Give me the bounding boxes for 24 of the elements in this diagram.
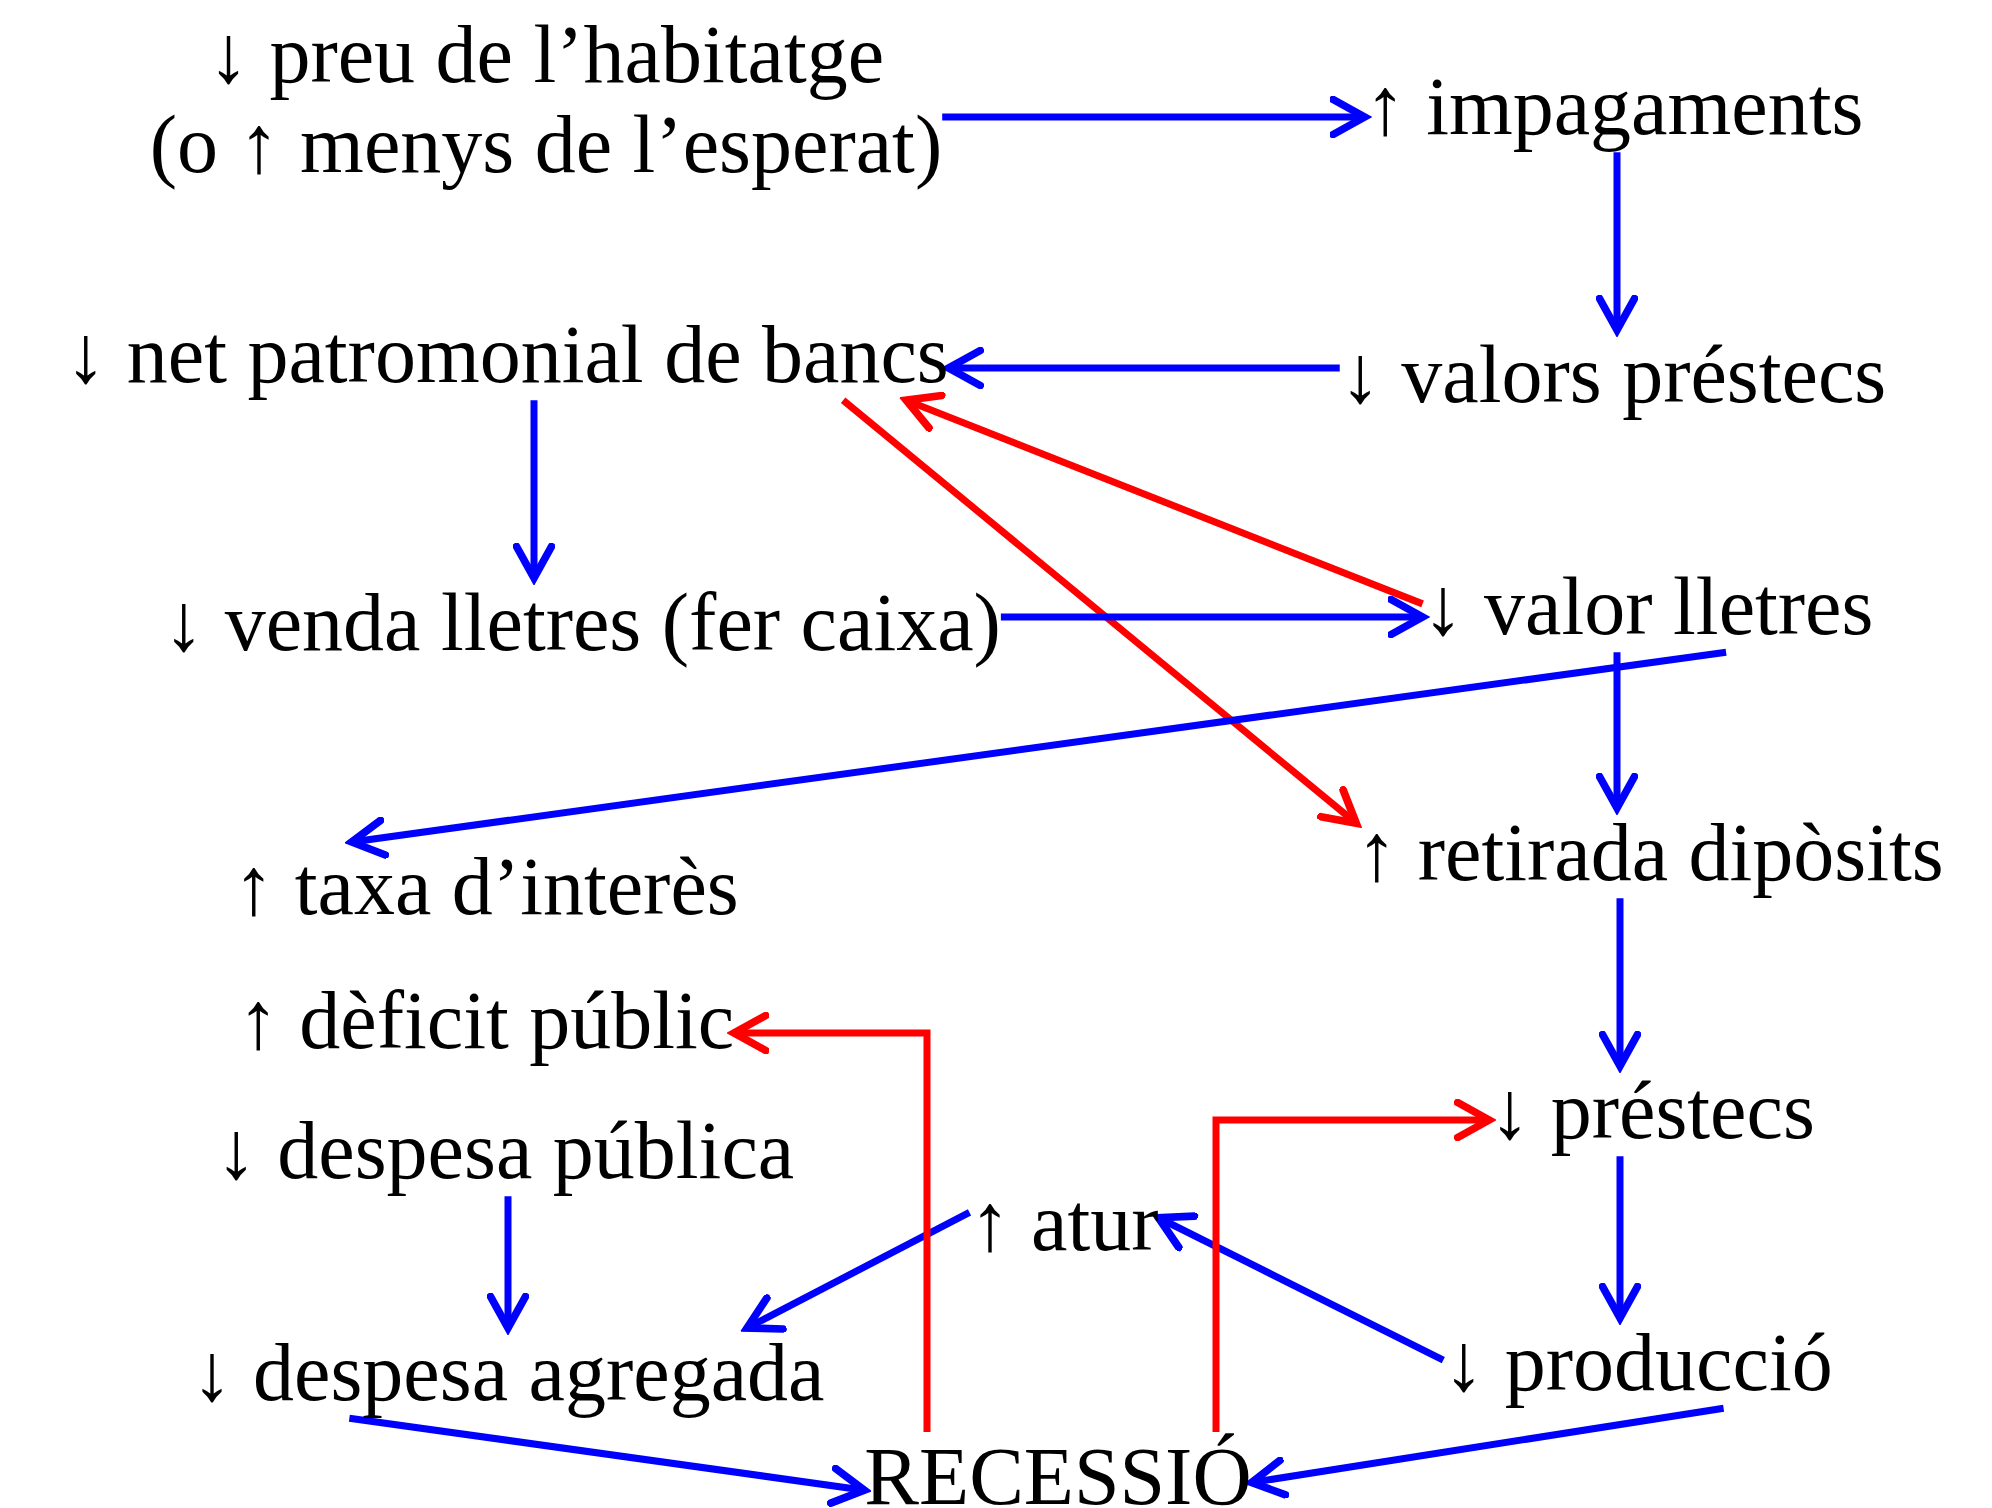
node-label: ↓ preu de l’habitatge: [207, 10, 885, 101]
arrow: [348, 1414, 869, 1507]
node-label: ↓ despesa pública: [215, 1106, 795, 1197]
arrow: [347, 648, 1727, 859]
arrow: [902, 391, 1424, 608]
node-label: ↓ préstecs: [1489, 1066, 1815, 1157]
node-label: ↓ valor lletres: [1422, 562, 1874, 653]
arrow: [1154, 1212, 1445, 1364]
node-label: ↑ retirada dipòsits: [1356, 808, 1944, 899]
arrow: [1247, 1404, 1725, 1499]
node-label: ↑ dèficit públic: [237, 976, 735, 1067]
node-label: (o ↑ menys de l’esperat): [149, 100, 943, 191]
node-label: ↑ impagaments: [1364, 62, 1864, 153]
node-label: ↓ net patromonial de bancs: [65, 310, 949, 401]
arrow: [1000, 595, 1427, 639]
node-label: ↓ valors préstecs: [1339, 330, 1887, 421]
node-label: ↓ producció: [1443, 1318, 1833, 1409]
node-label: RECESSIÓ: [864, 1432, 1252, 1508]
node-label: ↑ atur: [969, 1178, 1159, 1269]
node-label: ↓ venda lletres (fer caixa): [163, 578, 1001, 669]
arrow: [743, 1209, 972, 1333]
node-label: ↓ despesa agregada: [191, 1328, 825, 1419]
arrow: [840, 397, 1361, 828]
node-label: ↑ taxa d’interès: [233, 842, 739, 933]
